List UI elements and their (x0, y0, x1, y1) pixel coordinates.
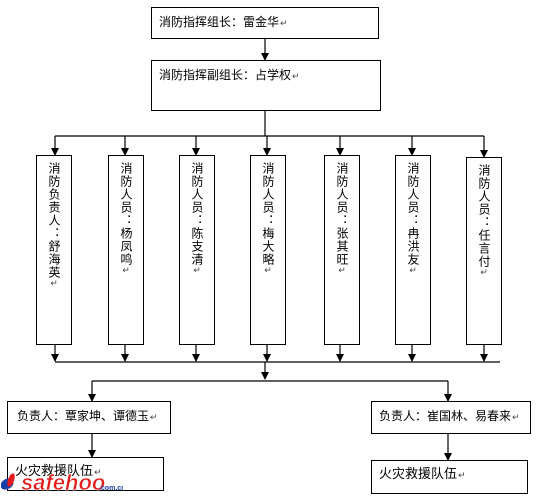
right-responsible-label: 负责人：崔国林、易春来 (379, 409, 512, 423)
member-label: 消防人员：杨凤鸣 (119, 162, 133, 266)
paragraph-mark: ↵ (50, 279, 58, 289)
right-team-box: 火灾救援队伍↵ (371, 460, 528, 494)
paragraph-mark: ↵ (338, 266, 346, 276)
paragraph-mark: ↵ (480, 268, 488, 278)
right-responsible-box: 负责人：崔国林、易春来↵ (371, 401, 531, 434)
paragraph-mark: ↵ (409, 266, 417, 276)
svg-text:safehoo: safehoo (21, 470, 105, 495)
leader-box: 消防指挥组长：雷金华↵ (151, 7, 379, 39)
paragraph-mark: ↵ (150, 413, 158, 423)
paragraph-mark: ↵ (292, 72, 300, 82)
member-label: 消防人员：任言付 (477, 164, 491, 268)
member-label: 消防人员：张其旺 (335, 162, 349, 266)
member-box: 消防人员：冉洪友 ↵ (395, 155, 431, 345)
right-team-label: 火灾救援队伍 (379, 467, 458, 482)
member-box: 消防人员：任言付 ↵ (466, 157, 502, 345)
member-box: 消防人员：杨凤鸣 ↵ (108, 155, 144, 345)
paragraph-mark: ↵ (280, 19, 288, 29)
member-box: 消防人员：张其旺 ↵ (324, 155, 360, 345)
leader-label: 消防指挥组长：雷金华 (159, 15, 280, 29)
deputy-box: 消防指挥副组长：占学权↵ (151, 60, 381, 111)
member-box: 消防人员：梅大略 ↵ (250, 155, 286, 345)
left-responsible-box: 负责人：覃家坤、谭德玉↵ (7, 401, 171, 434)
paragraph-mark: ↵ (264, 266, 272, 276)
paragraph-mark: ↵ (94, 468, 102, 478)
deputy-label: 消防指挥副组长：占学权 (159, 68, 292, 82)
member-box: 消防人员：陈支清 ↵ (179, 155, 215, 345)
left-team-box: 火灾救援队伍↵ (7, 457, 164, 491)
member-label: 消防负责人：舒海英 (47, 162, 61, 279)
member-label: 消防人员：冉洪友 (406, 162, 420, 266)
left-responsible-label: 负责人：覃家坤、谭德玉 (17, 409, 150, 423)
paragraph-mark: ↵ (512, 413, 520, 423)
member-label: 消防人员：陈支清 (190, 162, 204, 266)
left-team-label: 火灾救援队伍 (15, 464, 94, 479)
paragraph-mark: ↵ (193, 266, 201, 276)
paragraph-mark: ↵ (122, 266, 130, 276)
member-label: 消防人员：梅大略 (261, 162, 275, 266)
paragraph-mark: ↵ (458, 471, 466, 481)
watermark-logo: safehoo .com.cn (1, 470, 123, 495)
member-box: 消防负责人：舒海英 ↵ (36, 155, 72, 345)
svg-text:.com.cn: .com.cn (99, 485, 123, 492)
